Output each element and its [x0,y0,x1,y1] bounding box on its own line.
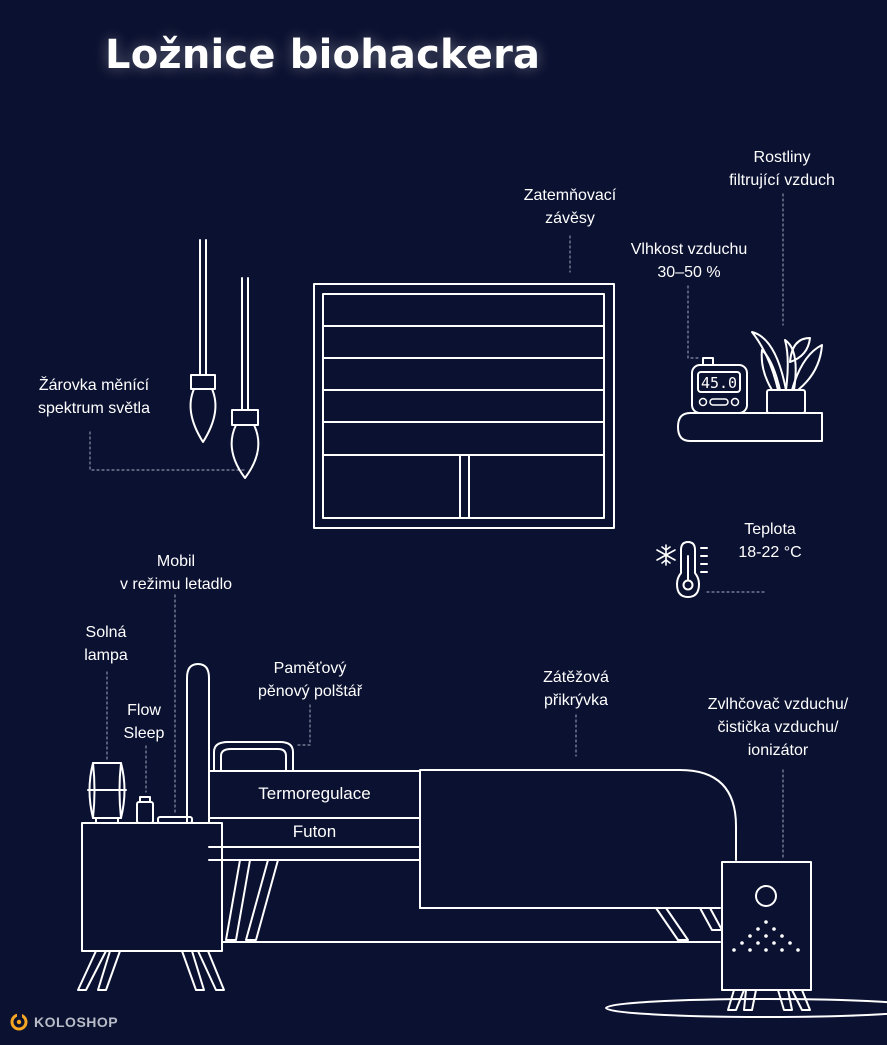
label-zvlhcovac: Zvlhčovač vzduchu/čistička vzduchu/ioniz… [707,696,849,759]
hygrometer-icon [691,357,748,414]
salt-lamp-icon [87,762,127,824]
page-title: Ložnice biohackera [105,32,541,78]
brand: KOLOSHOP [10,1013,118,1031]
label-termoregulace: Termoregulace [258,784,371,803]
label-futon: Futon [292,822,337,841]
humidifier-icon [605,861,887,1018]
bulb-icon [189,239,217,443]
snowflake-icon [656,544,676,566]
thermometer-icon [676,541,708,598]
koloshop-logo-icon [10,1013,28,1031]
leader-lines [89,193,784,859]
shelf [677,412,823,442]
hygrometer-display: 45.0 [701,374,737,392]
bulb-icon [230,277,260,479]
plant-icon [751,331,823,414]
bottle-icon [136,796,154,824]
brand-name: KOLOSHOP [34,1014,119,1030]
phone-icon [157,816,193,824]
bed-icon [186,663,737,943]
nightstand-icon [77,822,225,991]
window-icon [313,283,615,529]
